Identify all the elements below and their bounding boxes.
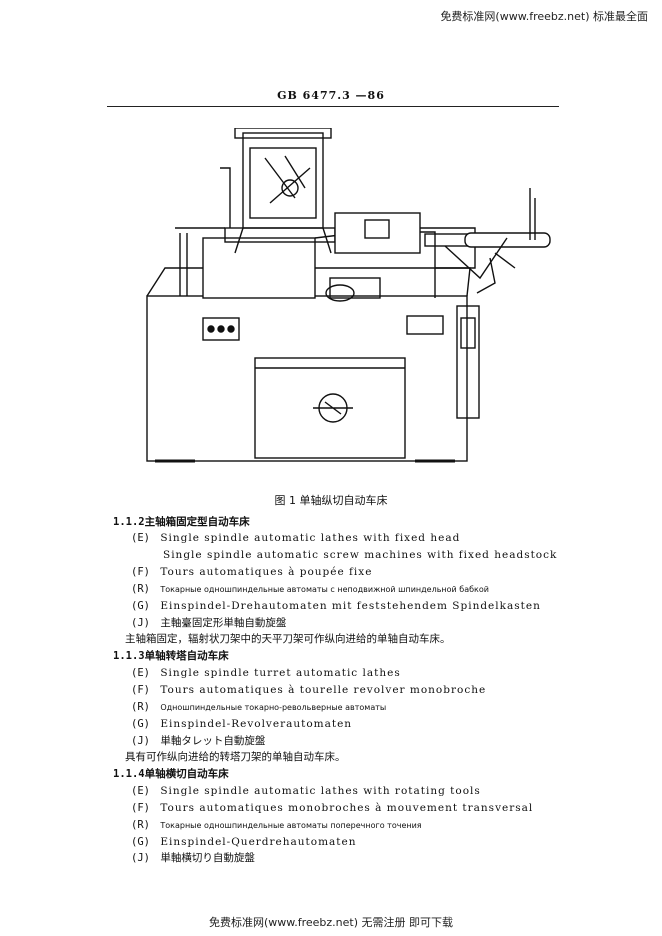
language-tag: (F) (131, 684, 150, 696)
term-text: Токарные одношпиндельные автоматы попере… (160, 821, 422, 830)
term-text: Одношпиндельные токарно-револьверные авт… (160, 703, 387, 712)
term-entry: (E) Single spindle automatic lathes with… (131, 531, 460, 545)
language-tag: (E) (131, 532, 150, 544)
term-entry: (J) 単軸タレット自動旋盤 (131, 734, 265, 748)
term-entry: (G) Einspindel-Revolverautomaten (131, 717, 352, 731)
language-tag: (G) (131, 718, 150, 730)
standard-number: GB 6477.3 —86 (277, 89, 385, 102)
section-title: 单轴转塔自动车床 (144, 650, 229, 662)
term-entry: (F) Tours automatiques monobroches à mou… (131, 801, 533, 815)
term-text: Токарные одношпиндельные автоматы с непо… (160, 585, 489, 594)
term-entry: (F) Tours automatiques à tourelle revolv… (131, 683, 486, 697)
language-tag: (G) (131, 600, 150, 612)
term-text: Tours automatiques à poupée fixe (160, 566, 373, 578)
term-text: 単軸タレット自動旋盤 (160, 735, 266, 747)
language-tag: (R) (131, 583, 150, 595)
language-tag: (G) (131, 836, 150, 848)
section-description: 主轴箱固定，辐射状刀架中的天平刀架可作纵向进给的单轴自动车床。 (125, 633, 451, 645)
term-text: Einspindel-Querdrehautomaten (160, 836, 357, 848)
term-text: Einspindel-Revolverautomaten (160, 718, 353, 730)
term-entry: (R) Токарные одношпиндельные автоматы с … (131, 582, 489, 597)
section-title: 单轴横切自动车床 (144, 768, 229, 780)
language-tag: (R) (131, 701, 150, 713)
term-text: Tours automatiques à tourelle revolver m… (160, 684, 487, 696)
term-entry: (F) Tours automatiques à poupée fixe (131, 565, 372, 579)
term-entry: (R) Одношпиндельные токарно-револьверные… (131, 700, 386, 715)
term-entry: (G) Einspindel-Querdrehautomaten (131, 835, 357, 849)
term-text: 主軸臺固定形単軸自動旋盤 (160, 617, 287, 629)
term-text: Tours automatiques monobroches à mouveme… (160, 802, 534, 814)
section-heading: 1.1.3 单轴转塔自动车床 (113, 649, 229, 663)
section-title: 主轴箱固定型自动车床 (144, 516, 250, 528)
section-heading: 1.1.4 单轴横切自动车床 (113, 767, 229, 781)
header-rule (107, 106, 559, 107)
site-banner-top: 免费标准网(www.freebz.net) 标准最全面 (440, 10, 648, 23)
term-entry: (E) Single spindle automatic lathes with… (131, 784, 481, 798)
section-number: 1.1.4 (113, 768, 145, 780)
language-tag: (F) (131, 566, 150, 578)
term-entry: (E) Single spindle turret automatic lath… (131, 666, 401, 680)
language-tag: (R) (131, 819, 150, 831)
section-heading: 1.1.2 主轴箱固定型自动车床 (113, 515, 250, 529)
term-entry: (G) Einspindel-Drehautomaten mit festste… (131, 599, 541, 613)
term-continuation: Single spindle automatic screw machines … (163, 549, 558, 561)
language-tag: (E) (131, 667, 150, 679)
term-entry: (J) 単軸横切り自動旋盤 (131, 851, 255, 865)
language-tag: (J) (131, 852, 150, 864)
term-text: 単軸横切り自動旋盤 (160, 852, 255, 864)
term-text: Single spindle automatic lathes with rot… (160, 785, 481, 797)
section-description: 具有可作纵向进给的转塔刀架的单轴自动车床。 (125, 751, 346, 763)
term-entry: (R) Токарные одношпиндельные автоматы по… (131, 818, 422, 833)
figure-caption: 图 1 单轴纵切自动车床 (274, 494, 388, 507)
language-tag: (J) (131, 617, 150, 629)
term-text: Single spindle automatic lathes with fix… (160, 532, 461, 544)
language-tag: (E) (131, 785, 150, 797)
site-banner-bottom: 免费标准网(www.freebz.net) 无需注册 即可下载 (208, 916, 454, 929)
lathe-illustration (146, 128, 551, 463)
term-entry: (J) 主軸臺固定形単軸自動旋盤 (131, 616, 286, 630)
language-tag: (J) (131, 735, 150, 747)
term-list: 1.1.2 主轴箱固定型自动车床 (E) Single spindle auto… (0, 515, 662, 864)
language-tag: (F) (131, 802, 150, 814)
term-text: Einspindel-Drehautomaten mit feststehend… (160, 600, 541, 612)
section-number: 1.1.2 (113, 516, 145, 528)
section-number: 1.1.3 (113, 650, 145, 662)
term-text: Single spindle turret automatic lathes (160, 667, 401, 679)
